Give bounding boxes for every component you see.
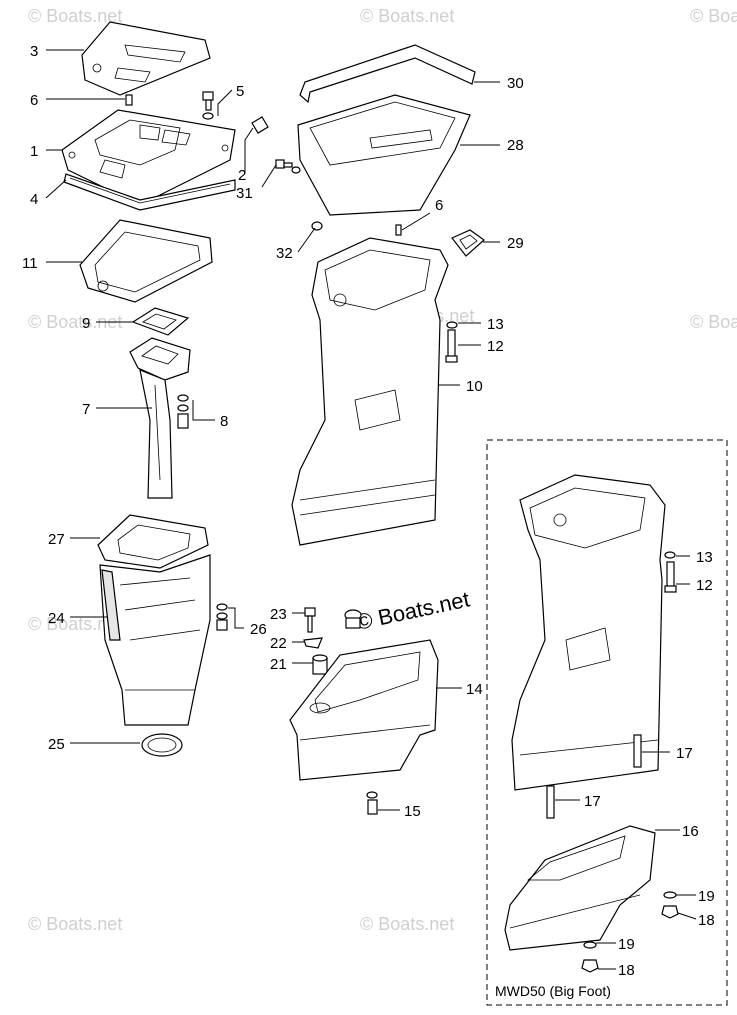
callout-16: 16 (682, 823, 699, 840)
part-3-gasket-plate (81, 21, 211, 96)
part-22-clip (303, 637, 323, 649)
callout-4: 4 (30, 191, 38, 208)
callout-13-inset: 13 (696, 549, 713, 566)
callout-2: 2 (238, 167, 246, 184)
callout-12: 12 (487, 338, 504, 355)
watermark-top-right: © Boats.net (690, 6, 737, 26)
part-11-gasket (79, 219, 213, 303)
inset-part-19-washer-lower (583, 941, 597, 949)
callout-3: 3 (30, 43, 38, 60)
callout-1: 1 (30, 143, 38, 160)
inset-frame (486, 439, 728, 1006)
watermark-bottom-center: © Boats.net (360, 914, 454, 934)
part-31-bolt (275, 159, 301, 174)
callout-18-lower: 18 (618, 962, 635, 979)
part-2-stud (251, 116, 269, 134)
callout-14: 14 (466, 681, 483, 698)
inset-part-10-housing (511, 474, 666, 791)
callout-26: 26 (250, 621, 267, 638)
callout-29: 29 (507, 235, 524, 252)
callout-12-inset: 12 (696, 577, 713, 594)
part-26-bolt (216, 603, 228, 631)
watermark-low-left: © Boats.net (28, 614, 122, 634)
callout-5: 5 (236, 83, 244, 100)
callout-7: 7 (82, 401, 90, 418)
part-4-seal (63, 173, 236, 211)
part-6-dowel-pin (125, 94, 133, 106)
callout-18-upper: 18 (698, 912, 715, 929)
part-14-skeg (289, 639, 439, 781)
callout-8: 8 (220, 413, 228, 430)
part-6-dowel-pin-right (395, 224, 402, 236)
watermark-mid-left: © Boats.net (28, 312, 122, 332)
callout-11: 11 (22, 255, 38, 272)
callout-10: 10 (466, 378, 483, 395)
part-28-cover (297, 94, 471, 216)
callout-19-lower: 19 (618, 936, 635, 953)
seal-near-14 (344, 609, 362, 629)
callout-22: 22 (270, 635, 287, 652)
callout-27: 27 (48, 531, 65, 548)
part-5-bolt (202, 91, 214, 120)
part-1-adapter-plate (61, 109, 236, 206)
part-7-exhaust-tube (129, 337, 191, 499)
callout-6: 6 (30, 92, 38, 109)
inset-part-18-nut-lower (581, 959, 599, 973)
inset-part-17-stud-upper (633, 734, 642, 768)
callout-31: 31 (236, 185, 253, 202)
callout-17-lower: 17 (584, 793, 601, 810)
watermark-center: © Boats.net (354, 586, 472, 634)
callout-23: 23 (270, 606, 287, 623)
part-10-driveshaft-housing (291, 237, 449, 546)
callout-15: 15 (404, 803, 421, 820)
callout-9: 9 (82, 315, 90, 332)
part-15-bolt (366, 791, 378, 815)
callout-30: 30 (507, 75, 524, 92)
part-30-handle (299, 44, 476, 104)
callout-19-upper: 19 (698, 888, 715, 905)
callout-24: 24 (48, 610, 65, 627)
inset-part-16-skeg (504, 825, 656, 951)
callout-25: 25 (48, 736, 65, 753)
callout-6-right: 6 (435, 197, 443, 214)
inset-caption: MWD50 (Big Foot) (495, 983, 611, 999)
inset-part-19-washer-upper (663, 891, 677, 899)
watermark-top-left: © Boats.net (28, 6, 122, 26)
callout-21: 21 (270, 656, 287, 673)
inset-part-18-nut-upper (661, 905, 679, 919)
inset-part-12-bolt (664, 561, 677, 593)
inset-part-13-washer (664, 551, 676, 559)
part-21-spacer (312, 654, 328, 675)
part-25-seal-ring (141, 733, 183, 757)
watermark-bottom-left: © Boats.net (28, 914, 122, 934)
part-32-nut (311, 221, 323, 231)
callout-28: 28 (507, 137, 524, 154)
callout-17-upper: 17 (676, 745, 693, 762)
part-13-washer (446, 321, 458, 329)
part-8-bolt (177, 394, 189, 429)
part-23-bolt (304, 607, 316, 633)
part-9-gasket (131, 307, 190, 336)
callout-32: 32 (276, 245, 293, 262)
part-24-housing (99, 554, 211, 726)
callout-13: 13 (487, 316, 504, 333)
watermark-top-center: © Boats.net (360, 6, 454, 26)
part-27-plate (97, 514, 209, 569)
leader-lines (45, 49, 697, 970)
part-29-grommet (451, 229, 485, 257)
watermark-mid-right: © Boats.net (690, 312, 737, 332)
inset-part-17-stud-lower (546, 785, 555, 819)
part-12-bolt (445, 329, 458, 363)
